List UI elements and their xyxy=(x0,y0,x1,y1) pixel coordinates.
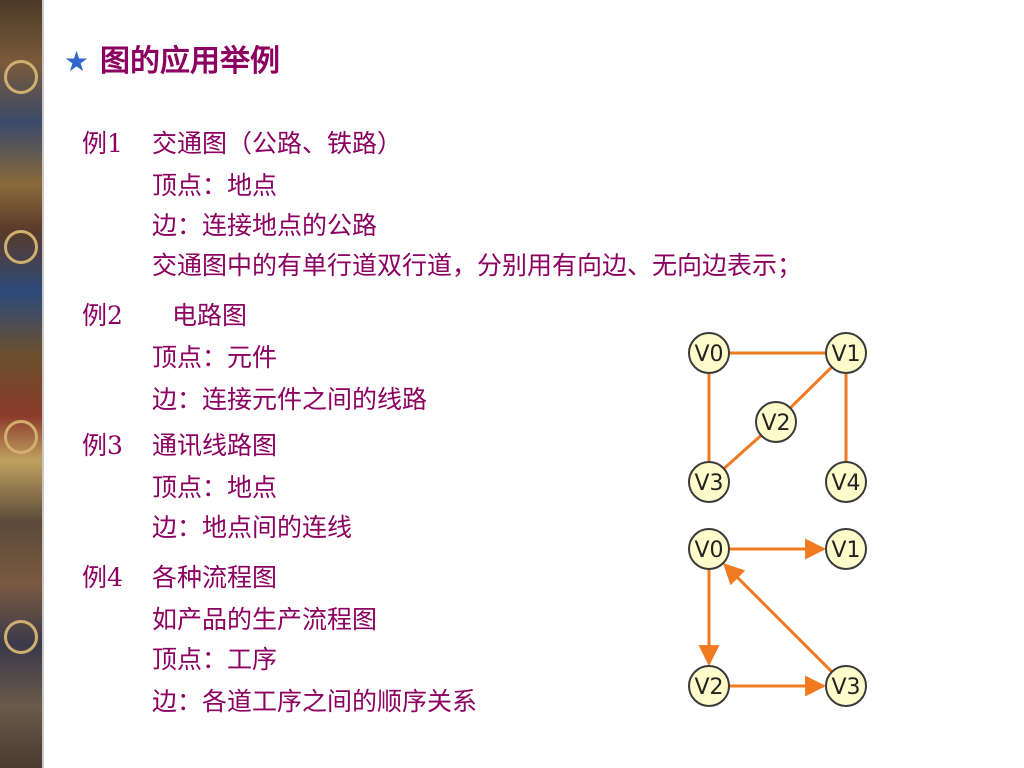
node-circle xyxy=(688,665,730,707)
example-label: 例3 xyxy=(82,431,123,460)
example-heading: 交通图（公路、铁路） xyxy=(152,129,403,158)
example-line: 边：各道工序之间的顺序关系 xyxy=(152,687,478,716)
node-circle xyxy=(688,332,730,374)
undirected-edge-V2-V3 xyxy=(722,434,763,470)
directed-node-V3: V3 xyxy=(825,665,867,707)
undirected-node-V1: V1 xyxy=(825,332,867,374)
directed-node-V2: V2 xyxy=(688,665,730,707)
node-label: V0 xyxy=(694,342,723,367)
example-line: 交通图中的有单行道双行道，分别用有向边、无向边表示； xyxy=(152,251,803,280)
medal-decoration xyxy=(4,420,38,454)
node-label: V2 xyxy=(694,675,723,700)
example-label: 例4 xyxy=(82,563,123,592)
node-label: V2 xyxy=(761,411,790,436)
node-label: V1 xyxy=(831,342,860,367)
star-icon: ★ xyxy=(64,45,90,78)
example-label: 例2 xyxy=(82,301,123,330)
example-heading: 通讯线路图 xyxy=(152,431,278,460)
example-line: 如产品的生产流程图 xyxy=(152,605,378,634)
node-label: V4 xyxy=(831,471,860,496)
example-line: 边：连接元件之间的线路 xyxy=(152,385,428,414)
undirected-node-V4: V4 xyxy=(825,461,867,503)
example-line: 边：连接地点的公路 xyxy=(152,211,378,240)
node-circle xyxy=(755,401,797,443)
directed-node-V1: V1 xyxy=(825,528,867,570)
example-heading: 各种流程图 xyxy=(152,563,278,592)
slide-title: 图的应用举例 xyxy=(100,44,280,79)
example-line: 顶点：地点 xyxy=(152,473,278,502)
node-circle xyxy=(688,461,730,503)
node-label: V3 xyxy=(694,471,723,496)
undirected-node-V3: V3 xyxy=(688,461,730,503)
node-label: V0 xyxy=(694,538,723,563)
undirected-edge-V1-V2 xyxy=(789,365,833,410)
node-circle xyxy=(688,528,730,570)
decorative-side-strip xyxy=(0,0,42,768)
node-circle xyxy=(825,332,867,374)
example-line: 顶点：地点 xyxy=(152,171,278,200)
example-label: 例1 xyxy=(82,129,123,158)
node-circle xyxy=(825,461,867,503)
directed-edge-V3-V0 xyxy=(723,563,833,673)
strip-divider xyxy=(42,0,44,768)
example-line: 顶点：元件 xyxy=(152,343,278,372)
example-heading: 电路图 xyxy=(172,301,248,330)
node-circle xyxy=(825,665,867,707)
directed-node-V0: V0 xyxy=(688,528,730,570)
undirected-node-V0: V0 xyxy=(688,332,730,374)
node-label: V1 xyxy=(831,538,860,563)
undirected-node-V2: V2 xyxy=(755,401,797,443)
medal-decoration xyxy=(4,620,38,654)
node-circle xyxy=(825,528,867,570)
example-line: 顶点：工序 xyxy=(152,645,278,674)
example-line: 边：地点间的连线 xyxy=(152,513,353,542)
node-label: V3 xyxy=(831,675,860,700)
medal-decoration xyxy=(4,230,38,264)
medal-decoration xyxy=(4,60,38,94)
